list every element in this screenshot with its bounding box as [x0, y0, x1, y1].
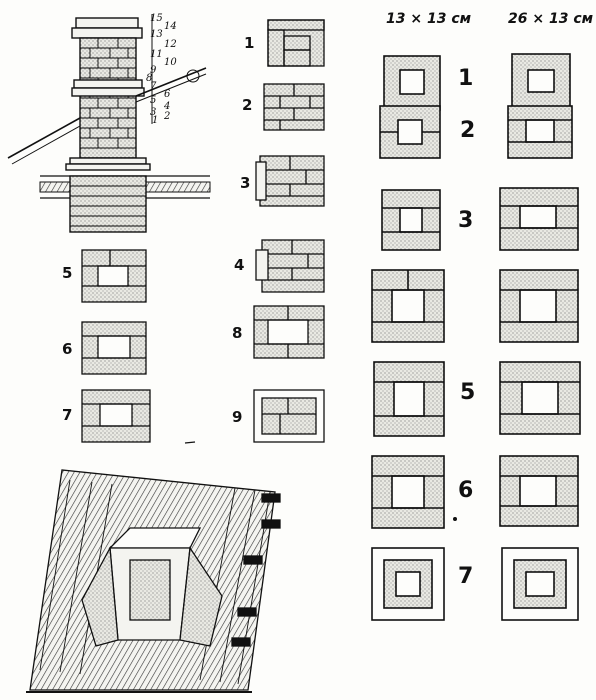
right-label-7: 7 [458, 564, 474, 589]
header-small-brick: 13 × 13 см [386, 11, 472, 27]
right-label-5: 5 [460, 380, 476, 405]
flashing-left [81, 545, 119, 647]
left-label-5: 5 [62, 264, 73, 282]
plan-a2 [379, 105, 441, 159]
plan-a7 [371, 547, 445, 621]
right-label-1: 1 [458, 66, 474, 91]
right-plans [371, 53, 581, 621]
middle-label-9: 9 [232, 408, 243, 426]
middle-label-4: 4 [234, 256, 245, 274]
stray-mark [453, 517, 457, 521]
middle-label-3: 3 [240, 174, 251, 192]
plan-a4 [371, 269, 445, 343]
tick-7: 7 [150, 81, 157, 92]
plan-1 [267, 19, 325, 67]
tick-9: 9 [150, 65, 157, 76]
roof-line-right [135, 67, 207, 97]
plan-8 [253, 305, 325, 359]
tick-13: 13 [150, 29, 163, 40]
plan-5 [81, 249, 147, 303]
plan-b5 [499, 361, 581, 435]
roof-line-left [7, 117, 81, 159]
chimney-elevation [7, 14, 211, 233]
right-label-6: 6 [458, 478, 474, 503]
plan-a1 [383, 55, 441, 111]
tick-11: 11 [150, 49, 163, 60]
header-large-brick: 26 × 13 см [508, 11, 594, 27]
middle-label-1: 1 [244, 34, 255, 52]
tick-6: 6 [164, 89, 171, 100]
plan-2 [263, 83, 325, 131]
tick-3: 3 [150, 107, 157, 118]
flashing-right [179, 546, 223, 647]
right-label-2: 2 [460, 118, 476, 143]
tick-4: 4 [164, 101, 171, 112]
right-label-3: 3 [458, 208, 474, 233]
left-label-7: 7 [62, 406, 73, 424]
tick-10: 10 [164, 57, 177, 68]
tick-14: 14 [164, 21, 177, 32]
plan-b4 [499, 269, 579, 343]
middle-label-2: 2 [242, 96, 253, 114]
tick-15: 15 [150, 13, 163, 24]
chimney-lower [69, 175, 147, 233]
plan-b1 [511, 53, 571, 111]
plan-b7 [501, 547, 579, 621]
tick-5: 5 [150, 95, 157, 106]
plan-a3 [381, 189, 441, 251]
plan-4 [255, 239, 325, 293]
left-label-6: 6 [62, 340, 73, 358]
plan-a5 [373, 361, 445, 437]
middle-label-8: 8 [232, 324, 243, 342]
plan-b6 [499, 455, 579, 527]
left-plans [81, 249, 151, 443]
tick-2: 2 [164, 111, 171, 122]
tick-8: 8 [146, 73, 153, 84]
plan-b2 [507, 105, 573, 159]
plan-3 [255, 155, 325, 207]
tick-12: 12 [164, 39, 177, 50]
plan-b3 [499, 187, 579, 251]
plan-a6 [371, 455, 445, 529]
plan-7 [81, 389, 151, 443]
roof-flashing-drawing [26, 469, 281, 693]
tick-1: 1 [152, 115, 159, 126]
plan-9 [253, 389, 325, 443]
plan-6 [81, 321, 147, 375]
middle-plans [253, 19, 325, 443]
chimney-cap [75, 17, 139, 29]
